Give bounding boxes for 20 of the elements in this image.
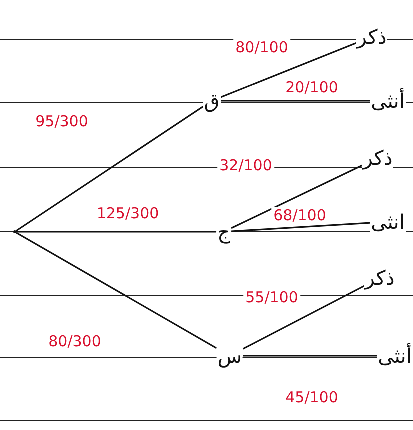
probability-fraction: 80/300	[46, 334, 104, 350]
tree-branch	[16, 231, 216, 233]
probability-fraction: 45/100	[284, 390, 340, 406]
probability-fraction: 95/300	[34, 114, 90, 130]
tree-branch	[16, 106, 204, 232]
probability-fraction: 55/100	[244, 290, 300, 306]
probability-fraction: 32/100	[218, 158, 274, 174]
tree-branch	[220, 100, 370, 102]
tree-branch	[231, 222, 370, 232]
tree-branch	[242, 285, 365, 350]
probability-fraction: 20/100	[284, 80, 340, 96]
tree-branch	[231, 164, 363, 230]
tree-branch	[243, 355, 378, 357]
outcome-label: أنثى	[370, 89, 406, 113]
outcome-label: أنثى	[377, 344, 413, 368]
tree-branch	[220, 42, 357, 98]
tree-branch	[16, 232, 218, 350]
probability-fraction: 68/100	[272, 208, 328, 224]
probability-fraction: 80/100	[234, 40, 290, 56]
branch-point	[14, 230, 16, 234]
